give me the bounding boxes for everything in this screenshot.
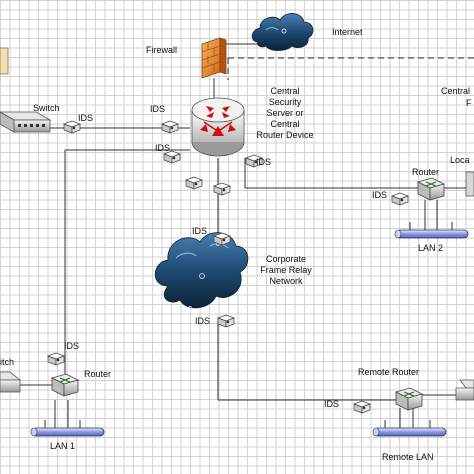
ids-label: IDS [192,226,208,236]
switch-top-icon [0,111,52,133]
router-lan2-label: Router [412,167,440,177]
internet-cloud-icon [251,13,314,51]
ids-label: IDS [324,399,340,409]
lan2-bus-icon [394,229,469,239]
central-server-line: Central [270,86,300,96]
router-lan1-icon [50,373,80,397]
corporate-network-label: Corporate Frame Relay Network [250,254,322,287]
ids-sensor-icon [245,154,263,168]
switch-top-label: Switch [33,103,60,113]
router-remote-icon [394,387,424,411]
ids-sensor-icon [161,120,179,134]
central-server-line: Router Device [256,130,314,140]
remote-router-label: Remote Router [358,367,420,377]
corporate-line: Network [269,276,303,286]
switch-bottom-label: itch [0,357,15,367]
ids-label: IDS [78,113,94,123]
internet-label: Internet [332,27,363,37]
ids-sensor-icon [163,150,181,164]
ids-sensor-icon [213,232,231,246]
ids-label: IDS [195,316,211,326]
remote-lan-bus-icon [372,427,447,437]
ids-sensor-icon [217,314,235,328]
ids-label: IDS [64,341,80,351]
router-lan2-icon [416,177,446,201]
central-right-partial-label: Central [441,86,471,96]
central-right-partial2-label: F [466,98,472,108]
switch-bottom-icon [0,371,22,393]
firewall-label: Firewall [146,45,178,55]
ids-label: IDS [155,143,171,153]
firewall-icon [201,37,227,79]
central-server-line: Central [270,119,300,129]
switch-remote-icon [455,379,474,401]
lan1-bus-icon [30,427,105,437]
corporate-line: Frame Relay [260,265,312,275]
ids-label: IDS [150,104,166,114]
corporate-cloud-icon [154,232,249,310]
lan2-label: LAN 2 [418,243,444,253]
ids-sensor-icon [185,176,203,190]
central-router-icon [191,97,245,157]
ids-sensor-icon [213,182,231,196]
ids-sensor-icon [63,120,81,134]
corporate-line: Corporate [265,254,307,264]
lan1-label: LAN 1 [50,441,76,451]
central-server-line: Server or [266,108,304,118]
central-server-label: Central Security Server or Central Route… [252,86,318,141]
ids-sensor-icon [391,192,409,206]
workstation-partial-icon [0,47,9,75]
ids-sensor-icon [47,352,65,366]
central-server-line: Security [268,97,302,107]
ids-sensor-icon [353,400,371,414]
local-partial-label: Loca [450,155,470,165]
ids-label: IDS [372,190,388,200]
router-lan1-label: Router [84,369,112,379]
remote-lan-label: Remote LAN [382,452,434,462]
ids-label: IDS [256,157,272,167]
server-partial-icon [465,171,474,197]
